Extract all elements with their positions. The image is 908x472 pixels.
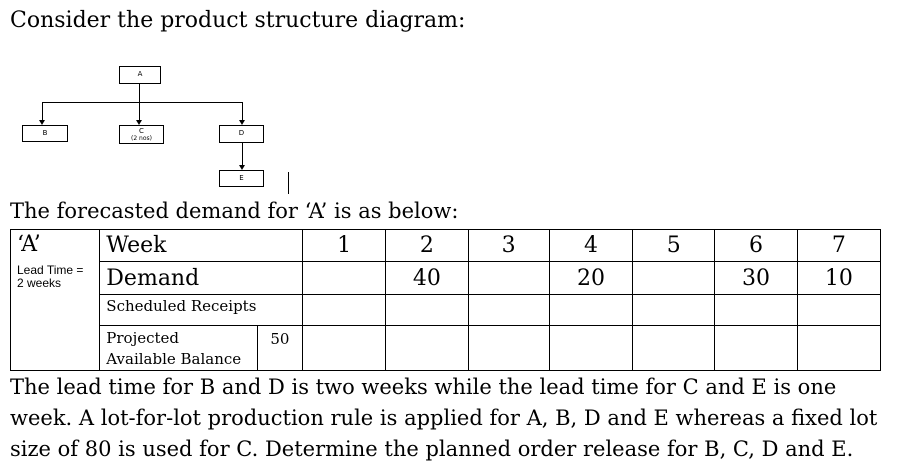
projected-cell (796, 325, 882, 371)
scheduled-cell (301, 294, 387, 326)
week-label: Week (99, 229, 303, 262)
week-6: 6 (714, 229, 798, 262)
node-c-quantity: (2 nos) (130, 135, 152, 142)
demand-cell (632, 261, 716, 295)
node-c-label: C (139, 127, 144, 135)
scheduled-cell (796, 294, 882, 326)
demand-cell: 40 (385, 261, 469, 295)
demand-cell: 30 (714, 261, 798, 295)
node-b: B (22, 125, 68, 142)
scheduled-cell (548, 294, 634, 326)
projected-balance-row: Projected Available Balance 50 (11, 325, 882, 371)
projected-label-line2: Available Balance (106, 350, 242, 368)
scheduled-receipts-label: Scheduled Receipts (99, 294, 303, 326)
projected-cell (301, 325, 387, 371)
demand-cell: 10 (796, 261, 882, 295)
projected-cell (548, 325, 634, 371)
week-1: 1 (301, 229, 387, 262)
arrow-c (136, 120, 142, 125)
week-4: 4 (548, 229, 634, 262)
connector-b (42, 102, 43, 122)
week-3: 3 (467, 229, 550, 262)
arrow-b (39, 120, 45, 125)
connector-a-down (139, 84, 140, 103)
question-paragraph: The lead time for B and D is two weeks w… (10, 375, 878, 461)
lead-time-note: Lead Time = 2 weeks (9, 261, 101, 371)
scheduled-cell (467, 294, 550, 326)
week-2: 2 (385, 229, 469, 262)
arrow-d (239, 120, 245, 125)
demand-label: Demand (99, 261, 303, 295)
scheduled-cell (714, 294, 798, 326)
scheduled-cell (632, 294, 716, 326)
question-heading: Consider the product structure diagram: (10, 8, 466, 33)
node-d: D (219, 125, 264, 143)
projected-cell (385, 325, 469, 371)
week-5: 5 (632, 229, 716, 262)
scheduled-receipts-row: Scheduled Receipts (11, 294, 882, 326)
connector-d (242, 102, 243, 122)
mrp-table: ‘A’ Week 1 2 3 4 5 6 7 Lead Time = 2 wee… (9, 229, 882, 371)
projected-initial-balance: 50 (256, 325, 303, 371)
connector-horizontal (42, 102, 243, 103)
node-c: C (2 nos) (119, 125, 164, 144)
projected-cell (714, 325, 798, 371)
demand-cell (467, 261, 550, 295)
node-e: E (219, 170, 264, 187)
week-row: ‘A’ Week 1 2 3 4 5 6 7 (9, 229, 882, 262)
node-a: A (119, 66, 161, 84)
projected-balance-label: Projected Available Balance (99, 325, 258, 371)
scheduled-cell (385, 294, 469, 326)
connector-c (139, 102, 140, 122)
week-7: 7 (796, 229, 882, 262)
arrow-e (239, 165, 245, 170)
connector-d-e (242, 143, 243, 166)
demand-cell: 20 (548, 261, 634, 295)
demand-intro: The forecasted demand for ‘A’ is as belo… (10, 199, 459, 223)
demand-row: Lead Time = 2 weeks Demand 40 20 30 10 (9, 261, 882, 371)
projected-cell (632, 325, 716, 371)
demand-cell (301, 261, 387, 295)
projected-cell (467, 325, 550, 371)
projected-label-line1: Projected (106, 329, 180, 347)
item-label: ‘A’ (9, 229, 101, 262)
text-cursor (288, 172, 289, 194)
